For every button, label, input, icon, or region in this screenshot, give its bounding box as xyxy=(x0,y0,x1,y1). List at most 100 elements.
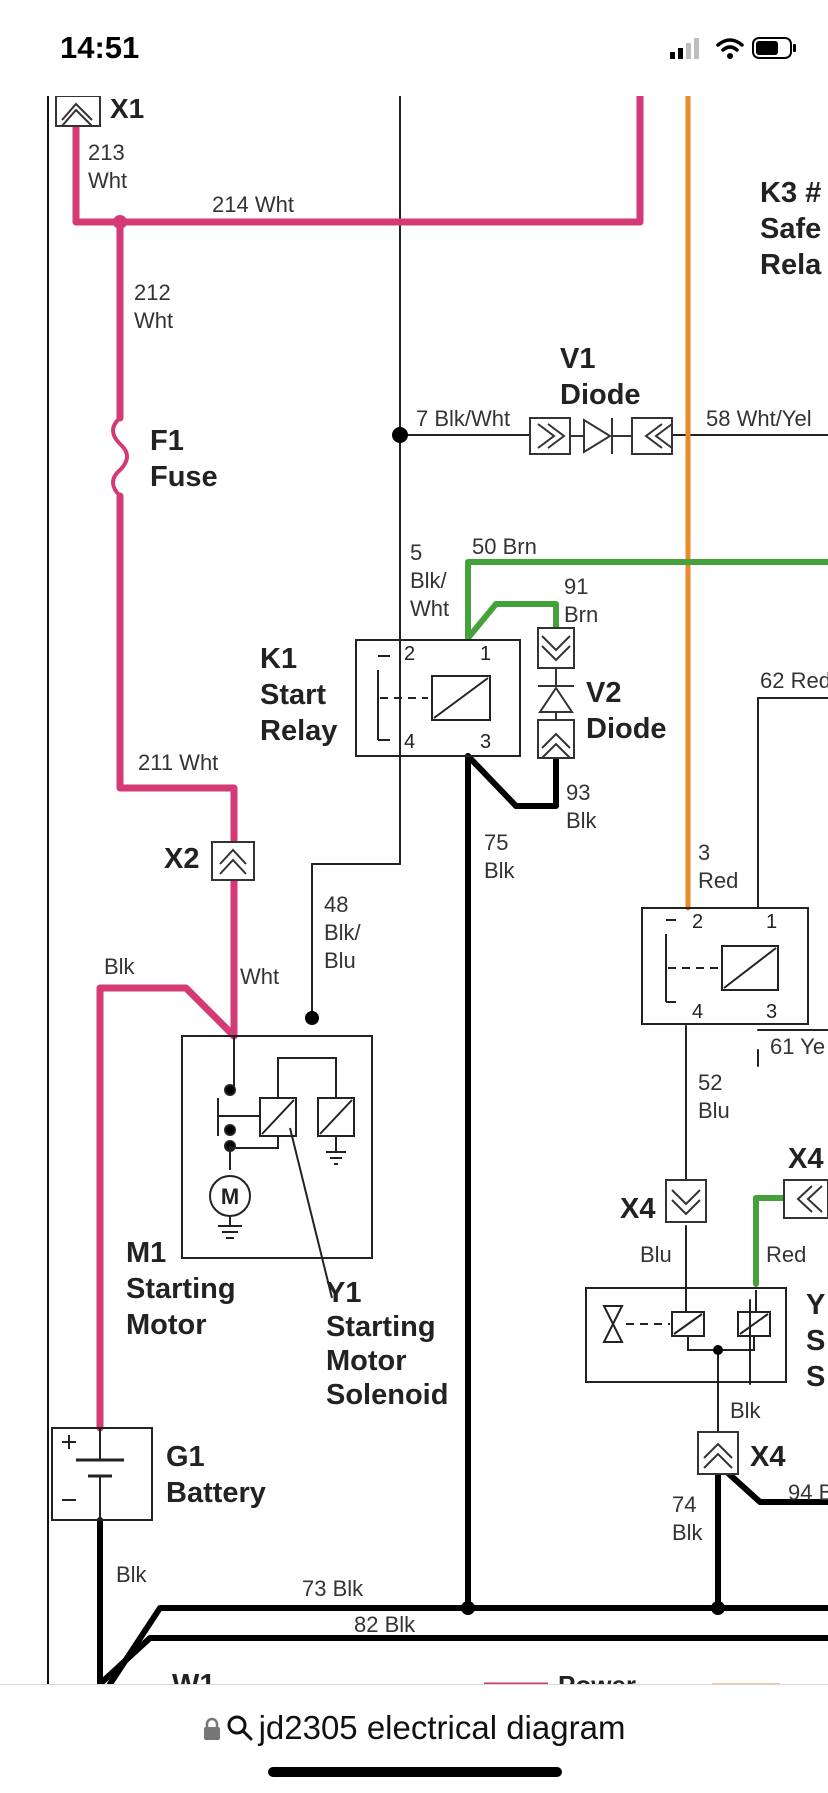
diode-v2-symbol xyxy=(537,627,575,759)
status-icons xyxy=(670,37,796,59)
y1-label-4: Solenoid xyxy=(326,1379,448,1411)
k3-label-2: Safe xyxy=(760,213,821,245)
y-right-label-1: Y xyxy=(806,1289,825,1321)
wire-blu-label: Blu xyxy=(640,1242,672,1267)
k3-label-1: K3 # xyxy=(760,177,821,209)
pin-k1-1: 1 xyxy=(480,643,491,665)
wire-3-color: Red xyxy=(698,868,738,893)
pin-kr-1: 1 xyxy=(766,911,777,933)
pin-kr-2: 2 xyxy=(692,911,703,933)
connector-x2 xyxy=(211,841,255,881)
pin-k1-2: 2 xyxy=(404,643,415,665)
x4-label-a: X4 xyxy=(620,1193,655,1225)
wiring-diagram: M xyxy=(47,96,828,1684)
browser-bottom-bar: jd2305 electrical diagram xyxy=(0,1684,828,1793)
wire-213-color: Wht xyxy=(88,168,127,193)
pin-kr-4: 4 xyxy=(692,1001,703,1023)
starting-motor-box xyxy=(181,1035,373,1299)
search-icon xyxy=(227,1711,253,1749)
wire-214-label: 214 Wht xyxy=(212,192,294,217)
pin-kr-3: 3 xyxy=(766,1001,777,1023)
wire-50-label: 50 Brn xyxy=(472,534,537,559)
solenoid-right-box xyxy=(585,1287,787,1383)
wire-blk-left: Blk xyxy=(104,954,136,979)
diode-v1-symbol xyxy=(529,417,673,455)
wire-wht-x2: Wht xyxy=(240,964,279,989)
pin-k1-3: 3 xyxy=(480,731,491,753)
cellular-signal-icon xyxy=(670,38,699,59)
y-right-label-3: S xyxy=(806,1361,825,1393)
wire-94-label: 94 B xyxy=(788,1480,828,1505)
x2-label: X2 xyxy=(164,843,199,875)
wire-73-label: 73 Blk xyxy=(302,1576,364,1601)
wire-5-num: 5 xyxy=(410,540,422,565)
m1-label-2: Starting xyxy=(126,1273,236,1305)
wire-74-num: 74 xyxy=(672,1492,696,1517)
wire-62-label: 62 Red xyxy=(760,668,828,693)
y-right-label-2: S xyxy=(806,1325,825,1357)
wire-91-color: Brn xyxy=(564,602,598,627)
wire-7-label: 7 Blk/Wht xyxy=(416,406,510,431)
k1-label-3: Relay xyxy=(260,715,337,747)
address-bar[interactable]: jd2305 electrical diagram xyxy=(0,1709,828,1749)
f1-label-1: F1 xyxy=(150,425,184,457)
wire-213-num: 213 xyxy=(88,140,125,165)
battery-box xyxy=(51,1427,153,1521)
k1-label-1: K1 xyxy=(260,643,297,675)
w1-label: W1 xyxy=(172,1669,216,1684)
legend-power-label: Power xyxy=(558,1670,636,1684)
wire-93-color: Blk xyxy=(566,808,598,833)
wire-3-num: 3 xyxy=(698,840,710,865)
wire-75-color: Blk xyxy=(484,858,516,883)
wire-52-num: 52 xyxy=(698,1070,722,1095)
y1-label-3: Motor xyxy=(326,1345,407,1377)
wire-212-num: 212 xyxy=(134,280,171,305)
wire-5-color1: Blk/ xyxy=(410,568,448,593)
wire-48-color2: Blu xyxy=(324,948,356,973)
connector-x4-b xyxy=(783,1179,828,1219)
wire-blk-x4: Blk xyxy=(730,1398,762,1423)
wire-74-color: Blk xyxy=(672,1520,704,1545)
status-time: 14:51 xyxy=(60,30,140,65)
pin-k1-4: 4 xyxy=(404,731,415,753)
x4-label-c: X4 xyxy=(750,1441,785,1473)
wire-5-color2: Wht xyxy=(410,596,449,621)
status-bar: 14:51 xyxy=(0,0,828,96)
connector-x4-a xyxy=(665,1179,707,1223)
address-query: jd2305 electrical diagram xyxy=(258,1709,626,1746)
f1-label-2: Fuse xyxy=(150,461,218,493)
wire-82-label: 82 Blk xyxy=(354,1612,416,1637)
wire-93-num: 93 xyxy=(566,780,590,805)
wire-48-num: 48 xyxy=(324,892,348,917)
x4-label-b: X4 xyxy=(788,1143,823,1175)
y1-label-1: Y1 xyxy=(326,1277,361,1309)
k1-label-2: Start xyxy=(260,679,326,711)
g1-label-2: Battery xyxy=(166,1477,266,1509)
connector-x1-label: X1 xyxy=(110,96,144,124)
battery-icon xyxy=(752,37,796,59)
v2-label-2: Diode xyxy=(586,713,667,745)
g1-label-1: G1 xyxy=(166,1441,205,1473)
wire-red-label: Red xyxy=(766,1242,806,1267)
v2-label-1: V2 xyxy=(586,677,621,709)
k3-label-3: Rela xyxy=(760,249,822,281)
v1-label-1: V1 xyxy=(560,343,595,375)
connector-x4-c xyxy=(697,1431,739,1475)
wire-58-label: 58 Wht/Yel xyxy=(706,406,812,431)
wire-75-num: 75 xyxy=(484,830,508,855)
y1-label-2: Starting xyxy=(326,1311,436,1343)
m1-label-3: Motor xyxy=(126,1309,207,1341)
wire-91-num: 91 xyxy=(564,574,588,599)
lock-icon xyxy=(203,1711,221,1749)
wire-211-label: 211 Wht xyxy=(138,750,218,775)
wire-61-label: 61 Ye xyxy=(770,1034,825,1059)
wifi-icon xyxy=(716,38,744,59)
wire-212-color: Wht xyxy=(134,308,173,333)
v1-label-2: Diode xyxy=(560,379,641,411)
home-indicator[interactable] xyxy=(268,1767,562,1777)
relay-k1-box xyxy=(355,639,521,757)
wire-52-color: Blu xyxy=(698,1098,730,1123)
motor-symbol: M xyxy=(221,1184,239,1209)
wire-blk-battery: Blk xyxy=(116,1562,148,1587)
wire-48-color1: Blk/ xyxy=(324,920,362,945)
